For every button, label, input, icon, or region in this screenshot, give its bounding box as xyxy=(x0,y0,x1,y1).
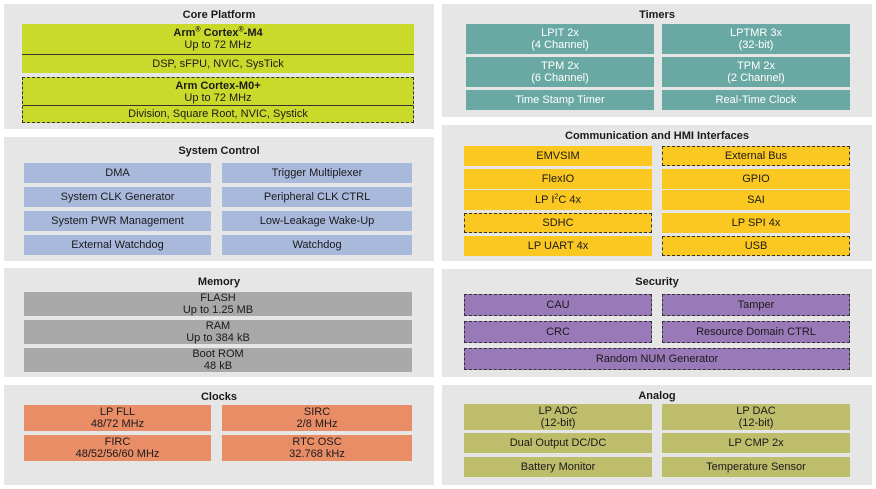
lpit-channels: (4 Channel) xyxy=(531,39,589,51)
sdhc-block: SDHC xyxy=(464,213,652,233)
temperature-sensor-block: Temperature Sensor xyxy=(662,457,850,477)
rtc-osc-label: RTC OSC xyxy=(292,436,342,448)
core-platform-panel: Core Platform Arm® Cortex®-M4 Up to 72 M… xyxy=(4,4,434,129)
lp-spi-block: LP SPI 4x xyxy=(662,213,850,233)
security-title: Security xyxy=(635,276,679,288)
firc-block: FIRC 48/52/56/60 MHz xyxy=(24,435,211,461)
cortex-m4-features: DSP, sFPU, NVIC, SysTick xyxy=(22,55,414,73)
external-bus-block: External Bus xyxy=(662,146,850,166)
cortex-m4-frequency: Up to 72 MHz xyxy=(184,39,252,51)
tpm-6ch-block: TPM 2x (6 Channel) xyxy=(466,57,654,87)
lp-dac-label: LP DAC xyxy=(736,405,776,417)
flash-label: FLASH xyxy=(200,292,236,304)
sirc-label: SIRC xyxy=(303,406,331,418)
ram-label: RAM xyxy=(205,320,231,332)
peripheral-clk-ctrl-block: Peripheral CLK CTRL xyxy=(222,187,412,207)
flexio-block: FlexIO xyxy=(464,169,652,189)
cortex-m0-block: Arm Cortex-M0+ Up to 72 MHz Division, Sq… xyxy=(22,77,414,123)
cortex-m0-header: Arm Cortex-M0+ Up to 72 MHz xyxy=(23,78,413,106)
lp-dac-bits: (12-bit) xyxy=(738,417,774,429)
timers-panel: Timers LPIT 2x (4 Channel) LPTMR 3x (32-… xyxy=(442,4,872,117)
lp-fll-block: LP FLL 48/72 MHz xyxy=(24,405,211,431)
tpm-2ch-block: TPM 2x (2 Channel) xyxy=(662,57,850,87)
time-stamp-timer-block: Time Stamp Timer xyxy=(466,90,654,110)
gpio-block: GPIO xyxy=(662,169,850,189)
lptmr-block: LPTMR 3x (32-bit) xyxy=(662,24,850,54)
usb-block: USB xyxy=(662,236,850,256)
real-time-clock-block: Real-Time Clock xyxy=(662,90,850,110)
sirc-block: SIRC 2/8 MHz xyxy=(222,405,412,431)
dma-block: DMA xyxy=(24,163,211,183)
tpm-6ch-channels: (6 Channel) xyxy=(531,72,589,84)
system-clk-generator-block: System CLK Generator xyxy=(24,187,211,207)
emvsim-block: EMVSIM xyxy=(464,146,652,166)
cortex-m4-name: Arm® Cortex®-M4 xyxy=(173,26,263,39)
communication-hmi-title: Communication and HMI Interfaces xyxy=(565,130,749,142)
lptmr-label: LPTMR 3x xyxy=(730,27,782,39)
sirc-frequency: 2/8 MHz xyxy=(296,418,338,430)
firc-frequency: 48/52/56/60 MHz xyxy=(75,448,160,460)
lp-adc-label: LP ADC xyxy=(538,405,578,417)
cortex-m0-features: Division, Square Root, NVIC, Systick xyxy=(128,108,308,120)
tpm-6ch-label: TPM 2x xyxy=(541,60,579,72)
tpm-2ch-label: TPM 2x xyxy=(737,60,775,72)
lpit-block: LPIT 2x (4 Channel) xyxy=(466,24,654,54)
boot-rom-size: 48 kB xyxy=(203,360,233,372)
firc-label: FIRC xyxy=(104,436,131,448)
system-control-panel: System Control DMA Trigger Multiplexer S… xyxy=(4,137,434,261)
clocks-panel: Clocks LP FLL 48/72 MHz SIRC 2/8 MHz FIR… xyxy=(4,385,434,485)
tamper-block: Tamper xyxy=(662,294,850,316)
lp-i2c-block: LP I2C 4x xyxy=(464,190,652,210)
sai-block: SAI xyxy=(662,190,850,210)
lp-uart-block: LP UART 4x xyxy=(464,236,652,256)
boot-rom-label: Boot ROM xyxy=(192,348,244,360)
lpit-label: LPIT 2x xyxy=(541,27,579,39)
rtc-osc-frequency: 32.768 kHz xyxy=(289,448,345,460)
memory-title: Memory xyxy=(197,276,241,288)
system-pwr-management-block: System PWR Management xyxy=(24,211,211,231)
core-platform-title: Core Platform xyxy=(182,9,256,21)
battery-monitor-block: Battery Monitor xyxy=(464,457,652,477)
resource-domain-ctrl-block: Resource Domain CTRL xyxy=(662,321,850,343)
boot-rom-block: Boot ROM 48 kB xyxy=(24,348,412,372)
memory-panel: Memory FLASH Up to 1.25 MB RAM Up to 384… xyxy=(4,268,434,377)
crc-block: CRC xyxy=(464,321,652,343)
lp-i2c-label: LP I2C 4x xyxy=(535,193,581,206)
tpm-2ch-channels: (2 Channel) xyxy=(727,72,785,84)
cortex-m0-name: Arm Cortex-M0+ xyxy=(175,79,261,92)
lp-fll-label: LP FLL xyxy=(99,406,136,418)
timers-title: Timers xyxy=(639,9,675,21)
lp-adc-block: LP ADC (12-bit) xyxy=(464,404,652,430)
communication-hmi-panel: Communication and HMI Interfaces EMVSIM … xyxy=(442,125,872,261)
external-watchdog-block: External Watchdog xyxy=(24,235,211,255)
lp-adc-bits: (12-bit) xyxy=(540,417,576,429)
cortex-m0-frequency: Up to 72 MHz xyxy=(184,91,252,104)
low-leakage-wakeup-block: Low-Leakage Wake-Up xyxy=(222,211,412,231)
lp-cmp-block: LP CMP 2x xyxy=(662,433,850,453)
cortex-m4-block: Arm® Cortex®-M4 Up to 72 MHz xyxy=(22,24,414,55)
flash-block: FLASH Up to 1.25 MB xyxy=(24,292,412,316)
flash-size: Up to 1.25 MB xyxy=(182,304,254,316)
security-panel: Security CAU Tamper CRC Resource Domain … xyxy=(442,269,872,377)
rtc-osc-block: RTC OSC 32.768 kHz xyxy=(222,435,412,461)
ram-size: Up to 384 kB xyxy=(186,332,250,344)
watchdog-block: Watchdog xyxy=(222,235,412,255)
clocks-title: Clocks xyxy=(200,391,238,403)
lp-fll-frequency: 48/72 MHz xyxy=(90,418,145,430)
analog-panel: Analog LP ADC (12-bit) LP DAC (12-bit) D… xyxy=(442,385,872,485)
ram-block: RAM Up to 384 kB xyxy=(24,320,412,344)
dual-output-dcdc-block: Dual Output DC/DC xyxy=(464,433,652,453)
random-num-generator-block: Random NUM Generator xyxy=(464,348,850,370)
lp-dac-block: LP DAC (12-bit) xyxy=(662,404,850,430)
cau-block: CAU xyxy=(464,294,652,316)
trigger-multiplexer-block: Trigger Multiplexer xyxy=(222,163,412,183)
system-control-title: System Control xyxy=(178,145,260,157)
analog-title: Analog xyxy=(638,390,676,402)
lptmr-bits: (32-bit) xyxy=(738,39,774,51)
